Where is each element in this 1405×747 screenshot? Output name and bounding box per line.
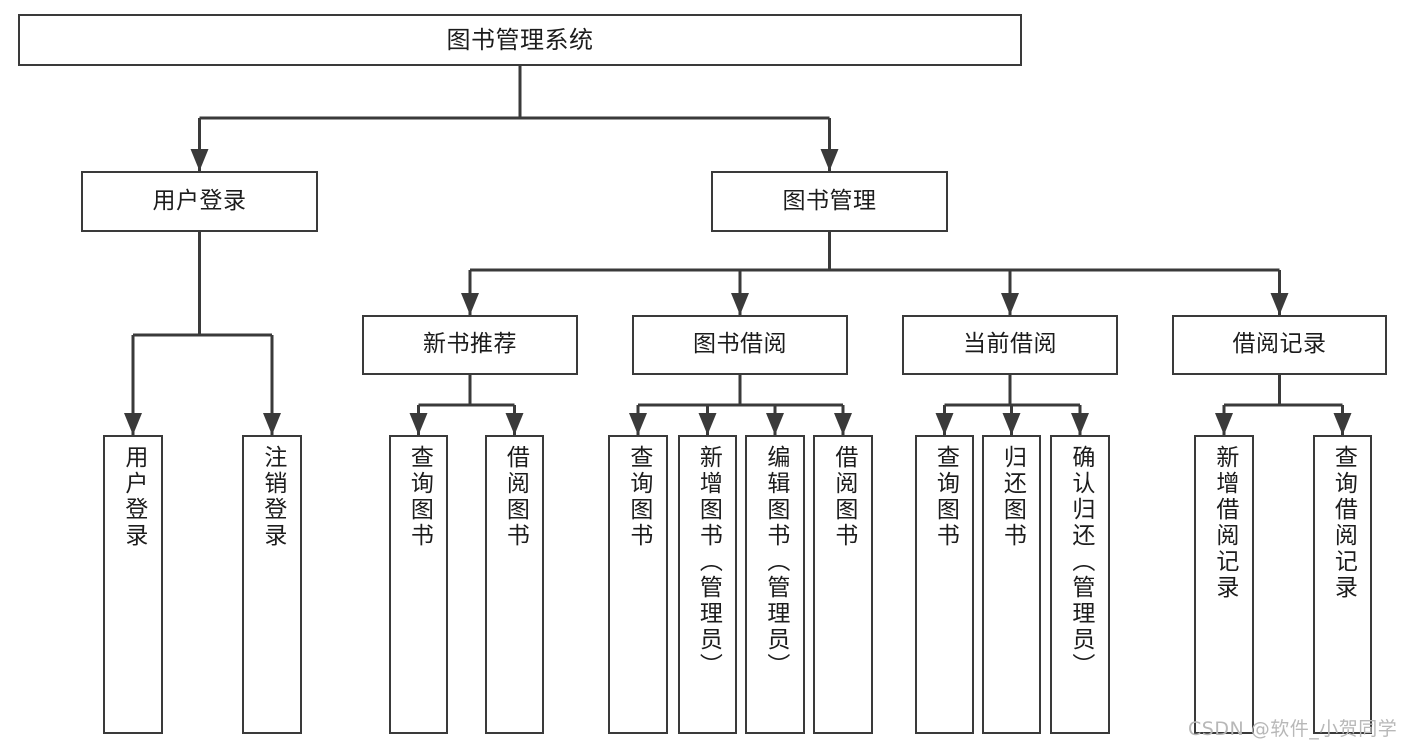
arrowhead-icon <box>1270 293 1289 315</box>
node-label: 查询图书 <box>932 445 959 549</box>
node-leaf-borrow-book-b[interactable]: 借阅图书 <box>813 435 873 734</box>
arrowhead-icon <box>1333 413 1352 435</box>
node-book-borrow[interactable]: 图书借阅 <box>632 315 848 375</box>
node-user-login[interactable]: 用户登录 <box>81 171 318 232</box>
node-current-borrow[interactable]: 当前借阅 <box>902 315 1118 375</box>
node-leaf-query-book-b[interactable]: 查询图书 <box>608 435 668 734</box>
arrowhead-icon <box>698 413 717 435</box>
arrowhead-icon <box>834 413 852 435</box>
node-borrow-record[interactable]: 借阅记录 <box>1172 315 1387 375</box>
node-new-book-rec[interactable]: 新书推荐 <box>362 315 578 375</box>
node-label: 新增图书（管理员） <box>695 445 722 679</box>
arrowhead-icon <box>820 149 839 171</box>
arrowhead-icon <box>1071 413 1089 435</box>
node-label: 确认归还（管理员） <box>1067 445 1094 679</box>
node-leaf-borrow-book-rec[interactable]: 借阅图书 <box>485 435 544 734</box>
node-book-manage[interactable]: 图书管理 <box>711 171 948 232</box>
node-leaf-add-record[interactable]: 新增借阅记录 <box>1194 435 1254 734</box>
arrowhead-icon <box>1002 413 1021 435</box>
node-label: 借阅记录 <box>1232 331 1327 358</box>
arrowhead-icon <box>766 413 784 435</box>
node-label: 借阅图书 <box>830 445 857 549</box>
node-label: 注销登录 <box>259 445 286 549</box>
node-leaf-query-book-c[interactable]: 查询图书 <box>915 435 974 734</box>
node-leaf-query-record[interactable]: 查询借阅记录 <box>1313 435 1372 734</box>
node-leaf-confirm-return[interactable]: 确认归还（管理员） <box>1050 435 1110 734</box>
arrowhead-icon <box>935 413 954 435</box>
node-label: 新书推荐 <box>423 331 517 358</box>
node-label: 借阅图书 <box>502 445 529 549</box>
node-label: 图书管理 <box>782 187 877 214</box>
arrowhead-icon <box>1215 413 1233 435</box>
node-leaf-return-book[interactable]: 归还图书 <box>982 435 1041 734</box>
node-label: 查询图书 <box>625 445 652 549</box>
node-label: 查询图书 <box>406 445 433 549</box>
arrowhead-icon <box>731 293 749 315</box>
arrowhead-icon <box>263 413 281 435</box>
arrowhead-icon <box>409 413 428 435</box>
node-leaf-add-book[interactable]: 新增图书（管理员） <box>678 435 737 734</box>
node-label: 图书借阅 <box>693 331 787 358</box>
node-leaf-edit-book[interactable]: 编辑图书（管理员） <box>745 435 805 734</box>
arrowhead-icon <box>505 413 524 435</box>
node-label: 编辑图书（管理员） <box>762 445 789 679</box>
node-label: 新增借阅记录 <box>1211 445 1238 601</box>
node-label: 查询借阅记录 <box>1330 445 1357 601</box>
node-label: 用户登录 <box>120 445 147 549</box>
node-leaf-query-book-rec[interactable]: 查询图书 <box>389 435 448 734</box>
node-label: 图书管理系统 <box>446 25 594 54</box>
arrowhead-icon <box>124 413 142 435</box>
node-root[interactable]: 图书管理系统 <box>18 14 1022 66</box>
arrowhead-icon <box>190 149 209 171</box>
arrowhead-icon <box>461 293 479 315</box>
node-leaf-user-login[interactable]: 用户登录 <box>103 435 163 734</box>
node-leaf-logout[interactable]: 注销登录 <box>242 435 302 734</box>
node-label: 用户登录 <box>152 187 247 214</box>
node-label: 当前借阅 <box>963 331 1057 358</box>
arrowhead-icon <box>629 413 647 435</box>
arrowhead-icon <box>1001 293 1019 315</box>
node-label: 归还图书 <box>999 445 1026 549</box>
